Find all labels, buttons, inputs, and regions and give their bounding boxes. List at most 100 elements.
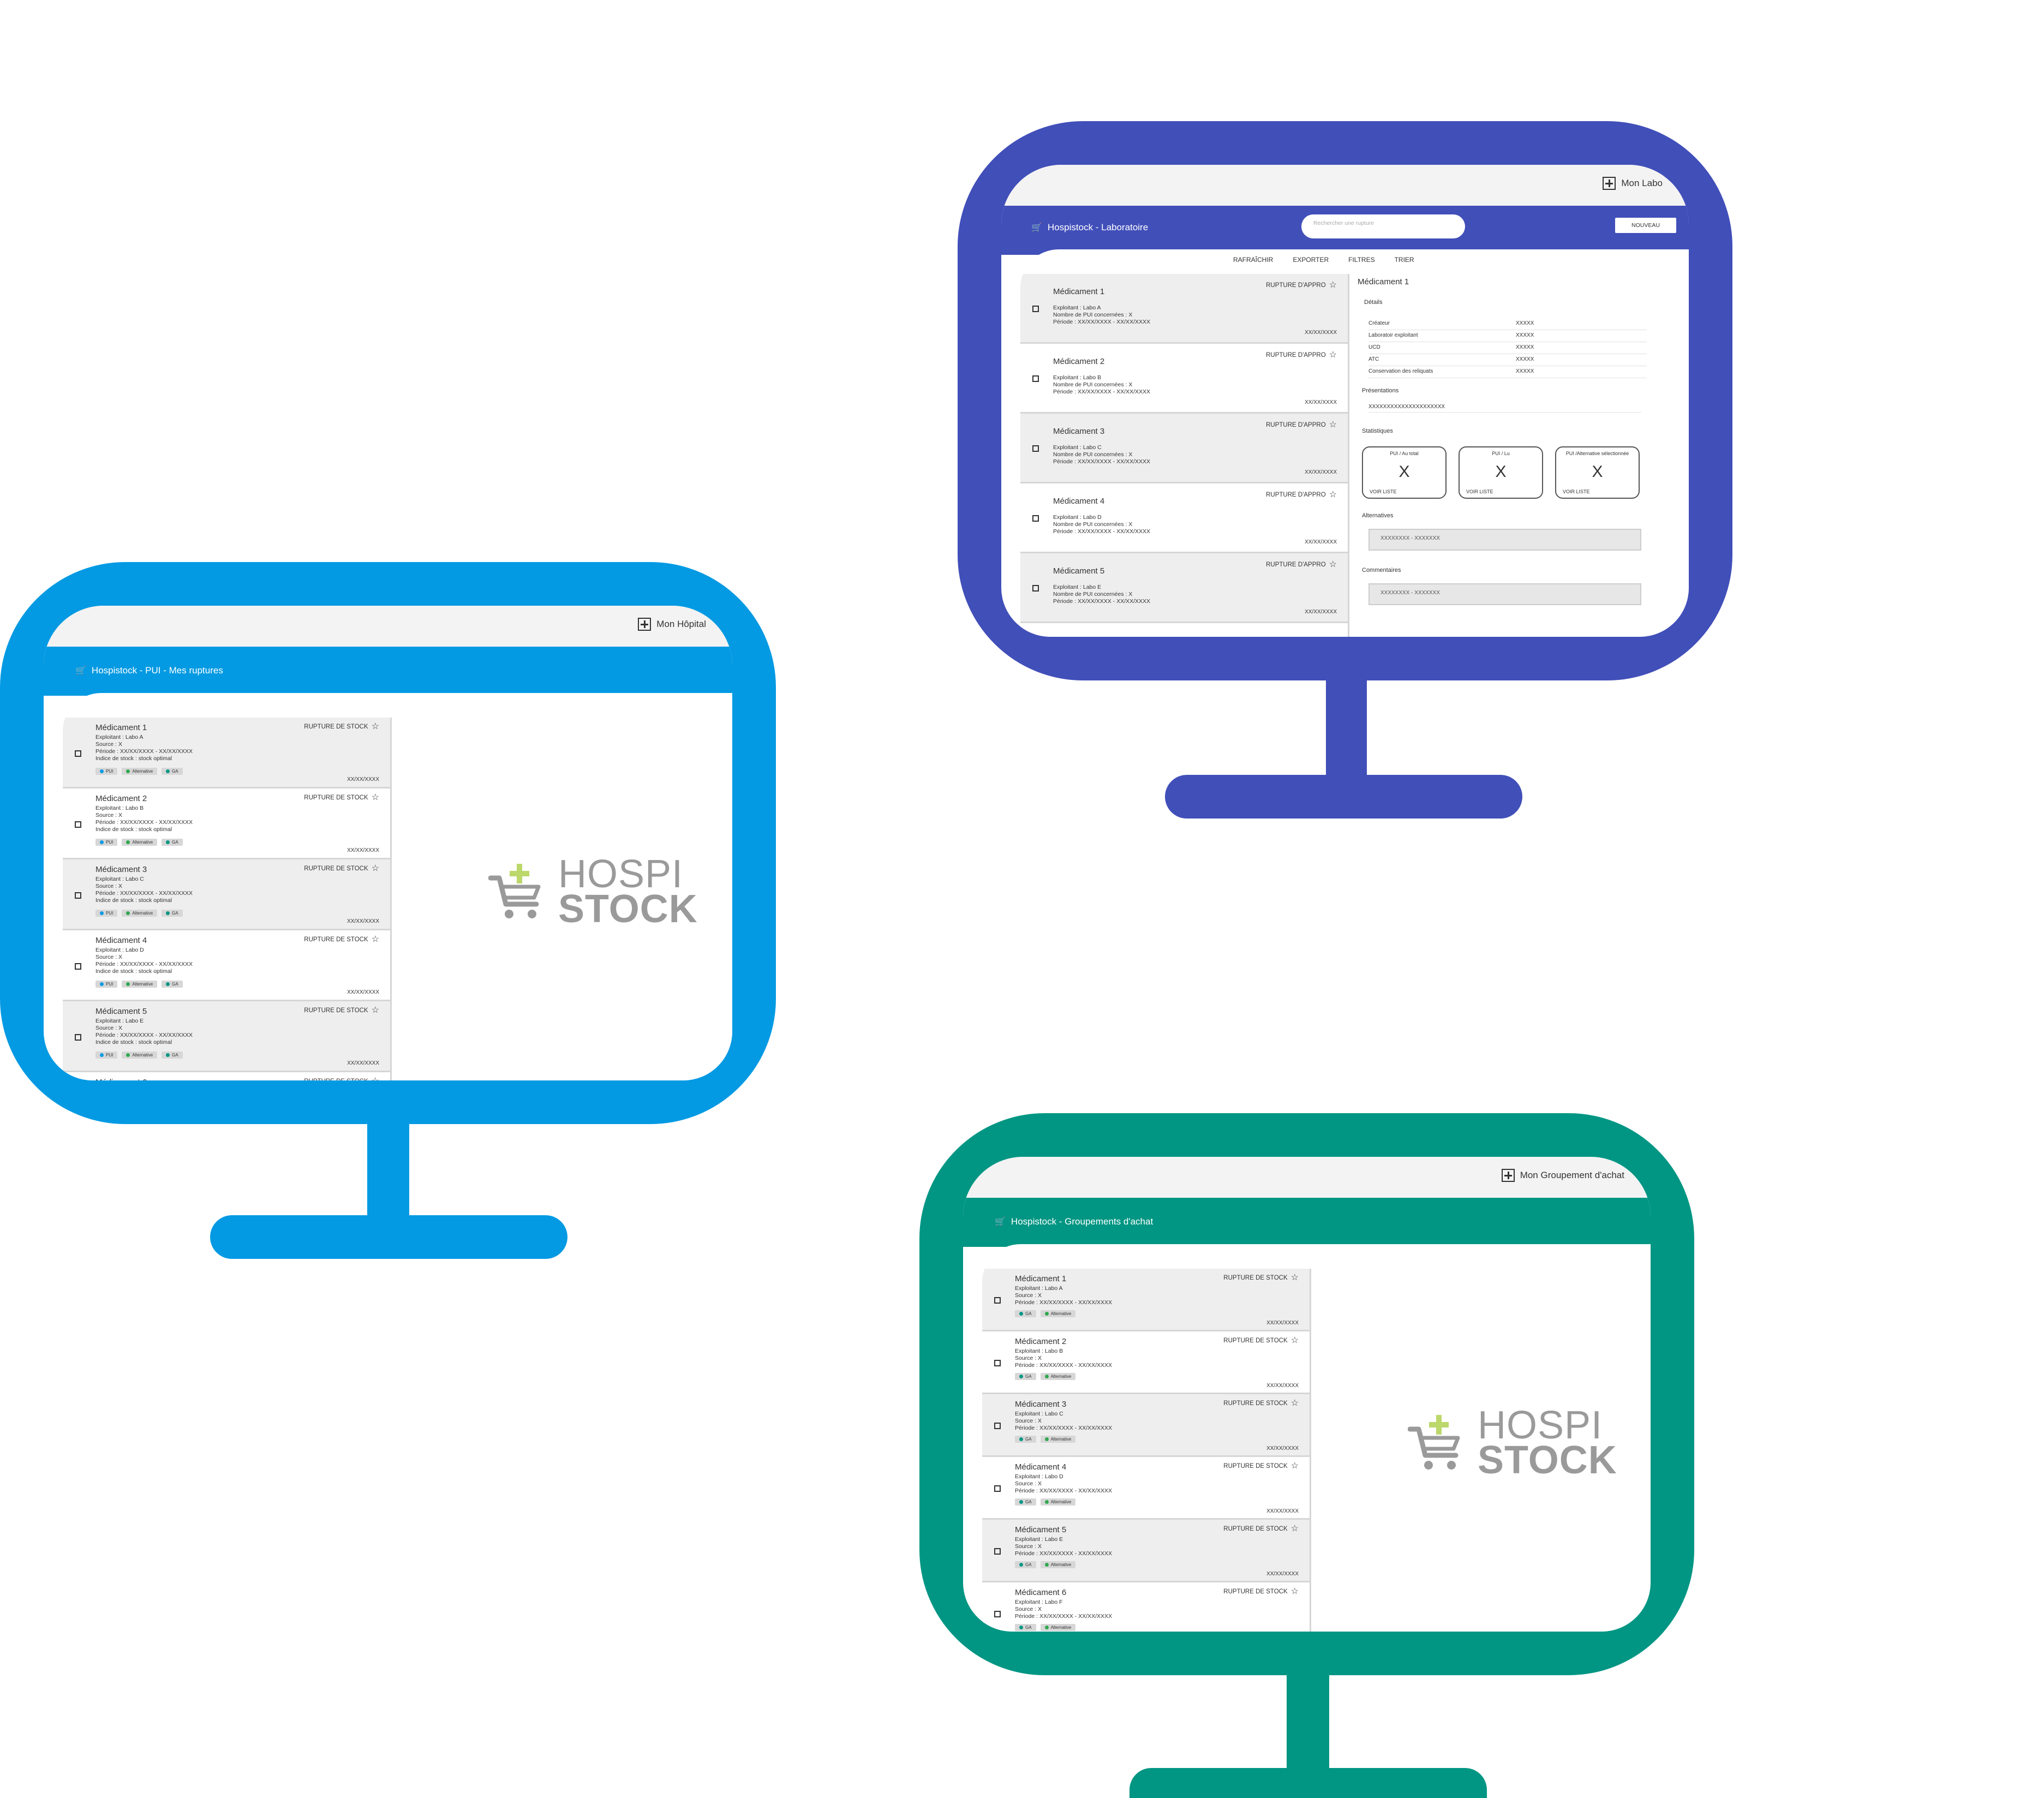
chip-ga[interactable]: GA	[1015, 1498, 1036, 1506]
chip-pui[interactable]: PUI	[95, 981, 118, 988]
chip-ga[interactable]: GA	[162, 768, 183, 775]
chip-ga[interactable]: GA	[1015, 1561, 1036, 1568]
item-checkbox[interactable]	[994, 1611, 1001, 1617]
item-checkbox[interactable]	[75, 821, 81, 828]
chip-alternative[interactable]: Alternative	[122, 1052, 158, 1059]
item-checkbox[interactable]	[75, 892, 81, 899]
star-icon[interactable]: ☆	[372, 1077, 379, 1081]
chip-alternative[interactable]: Alternative	[1040, 1624, 1076, 1631]
item-checkbox[interactable]	[994, 1548, 1001, 1555]
star-icon[interactable]: ☆	[1329, 490, 1337, 499]
chip-pui[interactable]: PUI	[95, 910, 118, 917]
chip-alternative[interactable]: Alternative	[122, 768, 158, 775]
chip-ga[interactable]: GA	[162, 1052, 183, 1059]
new-button[interactable]: NOUVEAU	[1615, 218, 1676, 233]
search-input[interactable]: Rechercher une rupture	[1301, 214, 1465, 238]
chip-ga[interactable]: GA	[1015, 1436, 1036, 1443]
app-title-text: Hospistock - PUI - Mes ruptures	[91, 665, 223, 676]
refresh-button[interactable]: RAFRAÎCHIR	[1233, 256, 1274, 264]
chip-pui[interactable]: PUI	[95, 768, 118, 775]
chip-alternative[interactable]: Alternative	[1040, 1498, 1076, 1506]
item-pui: Nombre de PUI concernées : X	[1053, 451, 1133, 458]
user-menu[interactable]: Mon Hôpital	[638, 618, 706, 631]
user-label: Mon Labo	[1621, 178, 1663, 188]
chip-ga[interactable]: GA	[162, 839, 183, 846]
item-checkbox[interactable]	[1032, 375, 1039, 382]
item-checkbox[interactable]	[994, 1485, 1001, 1492]
star-icon[interactable]: ☆	[1290, 1524, 1299, 1533]
item-checkbox[interactable]	[1032, 585, 1039, 592]
item-checkbox[interactable]	[994, 1297, 1001, 1304]
view-list-link[interactable]: VOIR LISTE	[1370, 489, 1397, 494]
view-list-link[interactable]: VOIR LISTE	[1466, 489, 1493, 494]
item-chips: PUI Alternative GA	[95, 1052, 183, 1059]
star-icon[interactable]: ☆	[371, 864, 379, 873]
export-button[interactable]: EXPORTER	[1293, 256, 1329, 264]
chip-alternative[interactable]: Alternative	[1040, 1561, 1076, 1568]
chip-ga[interactable]: GA	[1015, 1624, 1036, 1631]
chip-alternative[interactable]: Alternative	[1040, 1373, 1076, 1380]
chip-ga[interactable]: GA	[1015, 1373, 1036, 1380]
item-checkbox[interactable]	[75, 750, 81, 757]
item-checkbox[interactable]	[1032, 306, 1039, 312]
star-icon[interactable]: ☆	[371, 722, 379, 731]
item-checkbox[interactable]	[994, 1423, 1001, 1429]
star-icon[interactable]: ☆	[1329, 280, 1337, 290]
chip-pui[interactable]: PUI	[95, 839, 118, 846]
chip-ga[interactable]: GA	[1015, 1310, 1036, 1317]
item-status: RUPTURE DE STOCK☆	[1223, 1461, 1299, 1471]
filters-button[interactable]: FILTRES	[1348, 256, 1375, 264]
star-icon[interactable]: ☆	[371, 935, 379, 944]
chip-alternative[interactable]: Alternative	[122, 981, 158, 988]
star-icon[interactable]: ☆	[1290, 1587, 1299, 1596]
view-list-link[interactable]: VOIR LISTE	[1563, 489, 1590, 494]
item-checkbox[interactable]	[994, 1360, 1001, 1366]
chip-alternative[interactable]: Alternative	[122, 910, 158, 917]
alternatives-field[interactable]: XXXXXXXX - XXXXXXX	[1368, 529, 1641, 551]
star-icon[interactable]: ☆	[371, 1006, 379, 1015]
chip-alternative[interactable]: Alternative	[122, 839, 158, 846]
chip-ga[interactable]: GA	[162, 981, 183, 988]
chip-ga[interactable]: GA	[162, 910, 183, 917]
user-menu[interactable]: Mon Groupement d'achat	[1501, 1169, 1624, 1182]
item-checkbox[interactable]	[75, 1034, 81, 1041]
sort-button[interactable]: TRIER	[1394, 256, 1414, 264]
star-icon[interactable]: ☆	[371, 793, 379, 802]
star-icon[interactable]: ☆	[1290, 1336, 1299, 1345]
chip-alternative[interactable]: Alternative	[1040, 1436, 1076, 1443]
star-icon[interactable]: ☆	[1329, 420, 1337, 429]
item-checkbox[interactable]	[1032, 445, 1039, 452]
item-checkbox[interactable]	[75, 963, 81, 970]
star-icon[interactable]: ☆	[1290, 1399, 1299, 1408]
star-icon[interactable]: ☆	[1329, 560, 1337, 569]
star-icon[interactable]: ☆	[1290, 1273, 1299, 1282]
chip-alternative[interactable]: Alternative	[1040, 1310, 1076, 1317]
star-icon[interactable]: ☆	[1290, 1461, 1299, 1471]
list-item[interactable]: Médicament 6RUPTURE DE STOCK☆	[63, 1072, 390, 1081]
chip-pui[interactable]: PUI	[95, 1052, 118, 1059]
comments-field[interactable]: XXXXXXXX - XXXXXXX	[1368, 583, 1641, 605]
item-checkbox[interactable]	[1032, 515, 1039, 522]
star-icon[interactable]: ☆	[1329, 350, 1337, 360]
user-menu[interactable]: Mon Labo	[1603, 177, 1663, 190]
